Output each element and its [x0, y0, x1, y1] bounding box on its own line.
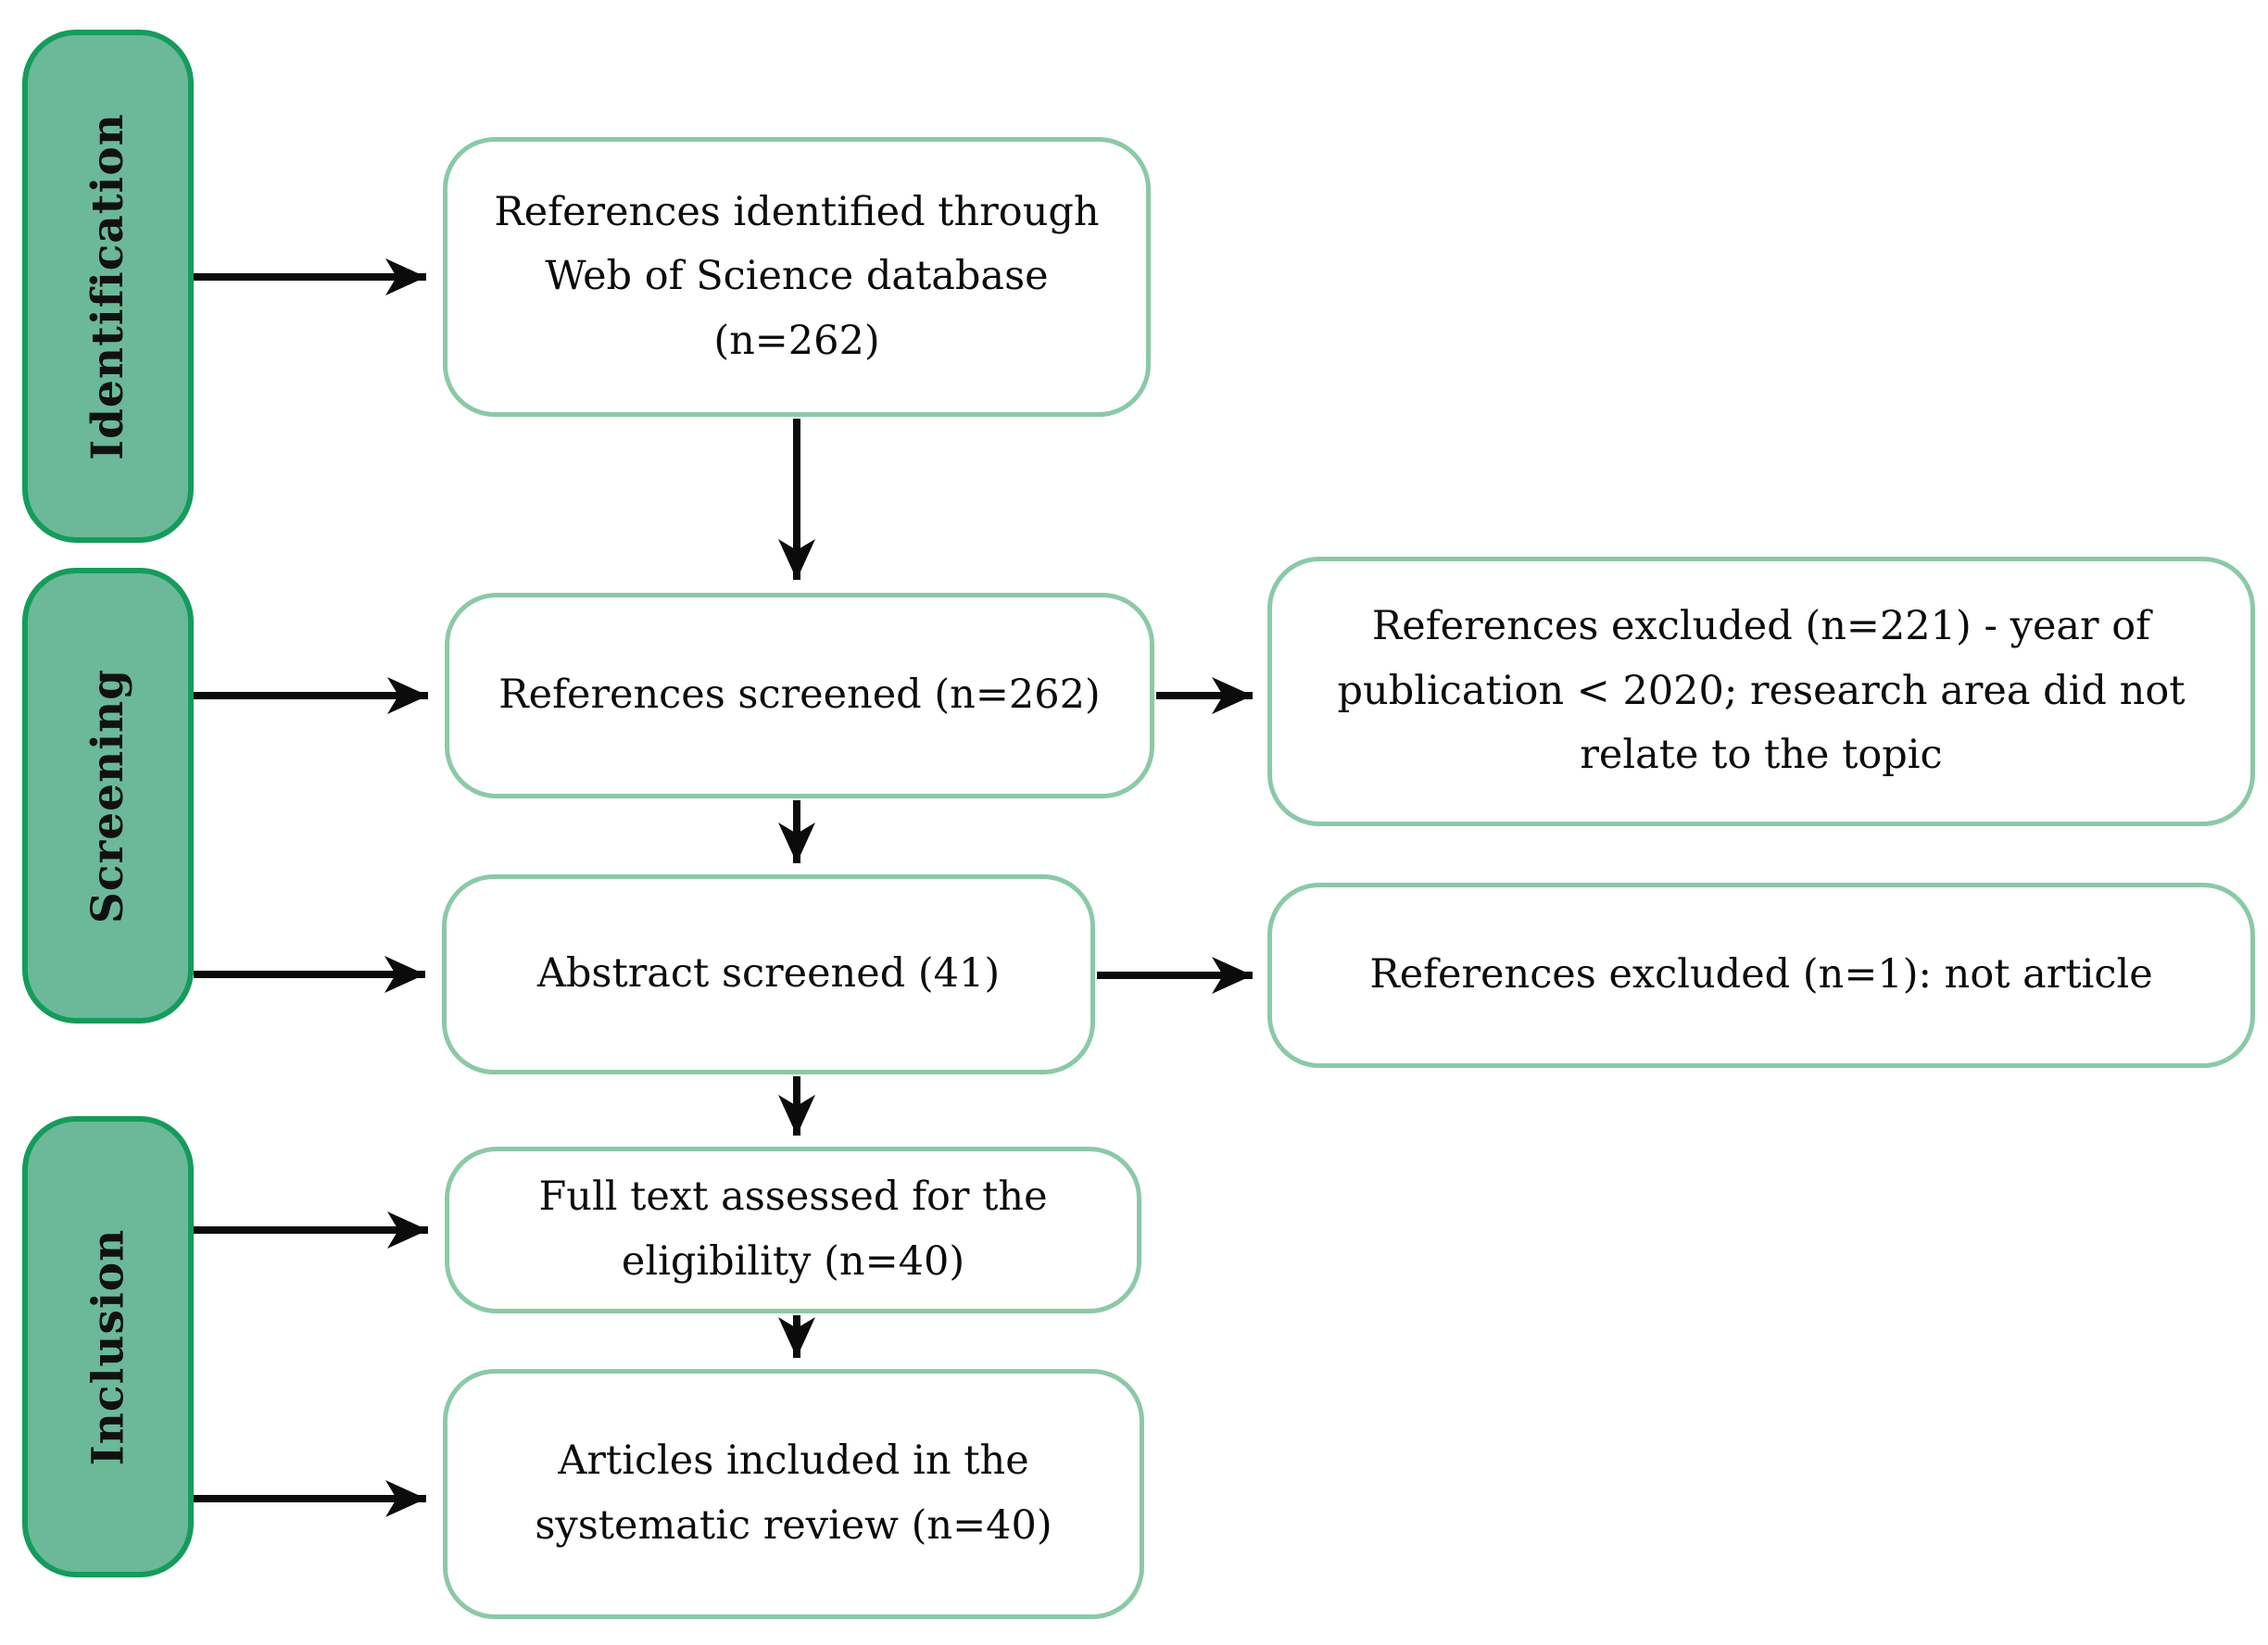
node-text-line: Abstract screened (41): [536, 950, 1001, 998]
stage-label-identification-text: Identification: [82, 112, 133, 460]
stage-label-identification: Identification: [22, 30, 194, 543]
node-text-line: publication < 2020; research area did no…: [1337, 667, 2186, 714]
node-text-line: (n=262): [713, 317, 880, 364]
node-references-excluded-screening: References excluded (n=221) - year of pu…: [1267, 557, 2255, 826]
node-text-line: systematic review (n=40): [535, 1502, 1052, 1549]
node-text-line: References identified through: [494, 188, 1100, 235]
node-text-line: References excluded (n=1): not article: [1369, 951, 2153, 998]
node-references-excluded-abstract: References excluded (n=1): not article: [1267, 883, 2255, 1068]
node-text-line: References excluded (n=221) - year of: [1371, 603, 2151, 650]
node-abstract-screened: Abstract screened (41): [442, 874, 1095, 1074]
node-text-line: Full text assessed for the: [538, 1174, 1048, 1221]
stage-label-screening-text: Screening: [82, 668, 134, 923]
node-references-screened: References screened (n=262): [445, 593, 1154, 798]
node-articles-included: Articles included in the systematic revi…: [443, 1369, 1144, 1619]
node-text-line: eligibility (n=40): [621, 1238, 965, 1285]
node-text-line: Articles included in the: [558, 1438, 1029, 1485]
node-text-line: References screened (n=262): [498, 672, 1101, 719]
node-fulltext-assessed: Full text assessed for the eligibility (…: [445, 1147, 1141, 1313]
node-text-line: relate to the topic: [1580, 732, 1943, 779]
node-text-line: Web of Science database: [545, 253, 1049, 300]
node-references-identified: References identified through Web of Sci…: [443, 137, 1151, 417]
stage-label-screening: Screening: [22, 568, 194, 1023]
stage-label-inclusion-text: Inclusion: [82, 1228, 134, 1465]
stage-label-inclusion: Inclusion: [22, 1116, 194, 1577]
